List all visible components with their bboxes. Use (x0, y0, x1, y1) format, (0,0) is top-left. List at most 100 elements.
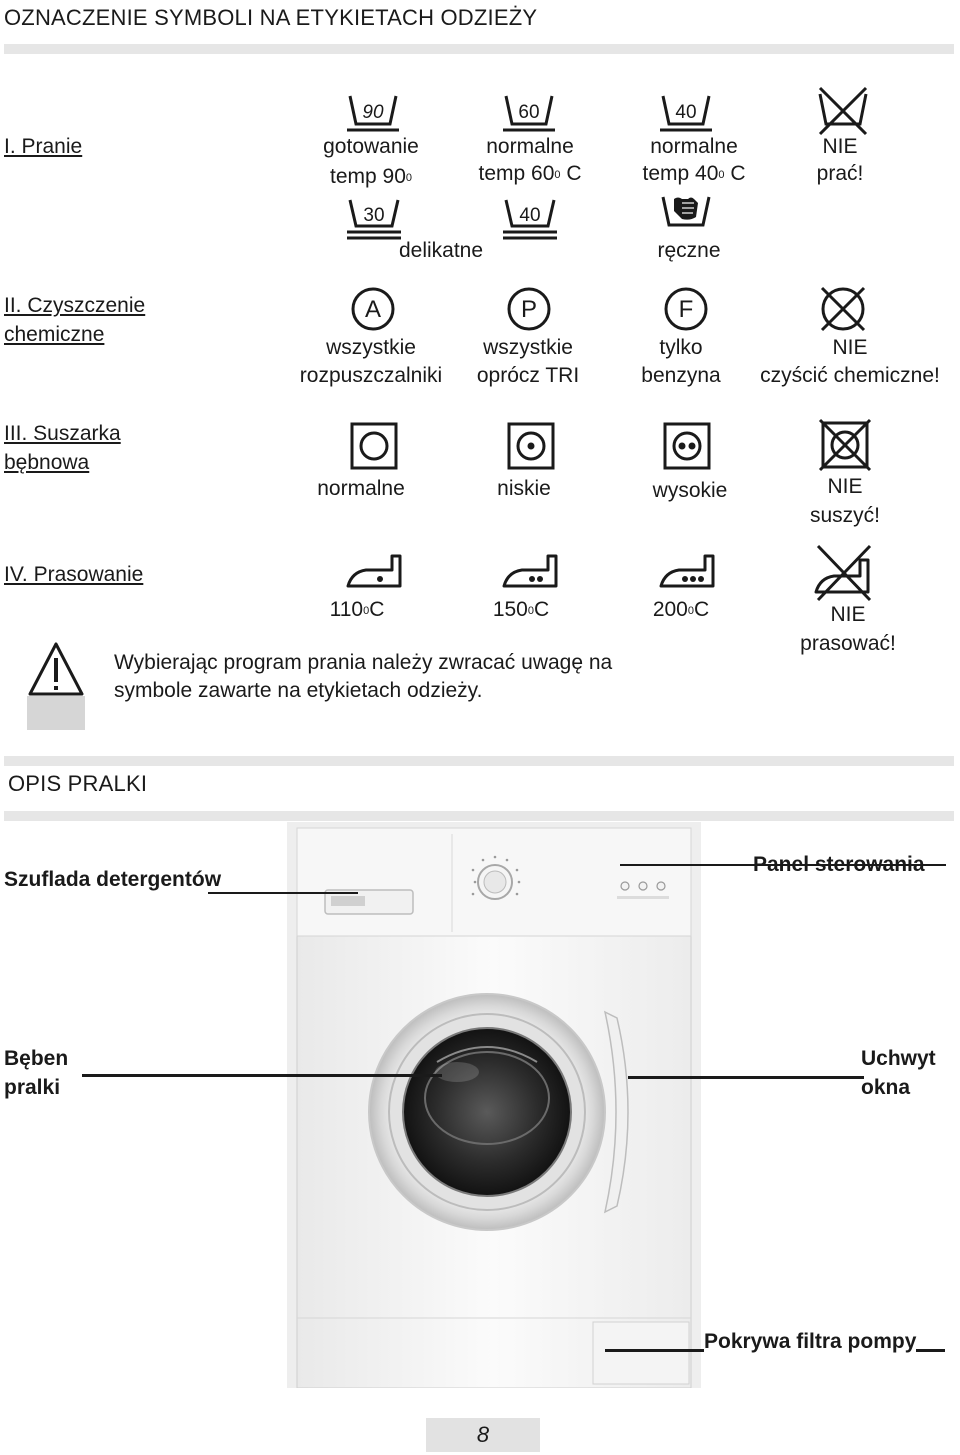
tumble-dry-low-label: niskie (497, 477, 551, 500)
handle-label: Uchwyt (861, 1047, 936, 1070)
section-dry-cleaning-heading: II. Czyszczenie (4, 294, 146, 317)
section-tumble-dry-heading: III. Suszarka (4, 422, 121, 445)
description-title: OPIS PRALKI (8, 771, 148, 796)
svg-text:F: F (679, 296, 694, 323)
no-wash-icon (818, 86, 868, 136)
wash-40-temp-text: temp 40 (642, 162, 719, 185)
filter-label: Pokrywa filtra pompy (704, 1328, 917, 1356)
warning-box (27, 636, 85, 730)
tumble-dry-high-icon (663, 422, 711, 470)
dry-clean-p-icon: P (507, 287, 551, 331)
drum-label: Bęben (4, 1047, 69, 1070)
iron-2-dots-icon (502, 554, 558, 588)
iron-200-label: 2000C (653, 596, 709, 624)
svg-text:60: 60 (518, 102, 539, 123)
drum-label-2: pralki (4, 1076, 61, 1099)
drum-leader-line (82, 1074, 442, 1077)
section-washing-heading: I. Pranie (4, 135, 83, 158)
wash-tub-90-icon: 90 (347, 95, 399, 132)
wash-40-unit: C (724, 162, 746, 185)
warning-triangle-icon (27, 642, 85, 730)
section-tumble-dry-heading-2: bębnowa (4, 451, 90, 474)
svg-text:P: P (521, 296, 537, 323)
handle-label-2: okna (861, 1076, 911, 1099)
warning-text-line-2: symbole zawarte na etykietach odzieży. (114, 679, 483, 702)
wash-60-label: normalne (486, 135, 574, 158)
page-title: OZNACZENIE SYMBOLI NA ETYKIETACH ODZIEŻY (4, 5, 538, 30)
wash-90-label: gotowanie (323, 135, 419, 158)
iron-110-value: 110 (329, 598, 364, 621)
delicate-label: delikatne (398, 239, 484, 262)
iron-200-degree: 0 (687, 605, 694, 617)
svg-text:A: A (365, 296, 381, 323)
dry-clean-a-icon: A (351, 287, 395, 331)
tumble-dry-high-label: wysokie (652, 479, 728, 502)
no-tumble-dry-icon (818, 418, 872, 472)
iron-1-dot-icon (346, 554, 402, 588)
svg-text:40: 40 (675, 102, 696, 123)
dry-clean-f-icon: F (664, 287, 708, 331)
title-divider (4, 44, 954, 54)
no-wash-label: NIE (822, 135, 858, 158)
panel-leader-line (620, 864, 946, 866)
iron-3-dots-icon (659, 554, 715, 588)
dry-clean-p-label-2: oprócz TRI (476, 364, 580, 387)
dry-clean-f-label-2: benzyna (641, 364, 721, 387)
wash-delicate-30-icon: 30 (347, 199, 401, 240)
no-tumble-dry-label: NIE (827, 475, 863, 498)
hand-wash-icon (661, 196, 711, 227)
wash-tub-60-icon: 60 (503, 95, 555, 132)
svg-text:40: 40 (519, 205, 540, 226)
no-iron-icon (814, 544, 872, 602)
wash-delicate-40-icon: 40 (503, 199, 557, 240)
tumble-dry-normal-label: normalne (317, 477, 405, 500)
dry-clean-f-label: tylko (659, 336, 703, 359)
no-dry-clean-label: NIE (832, 336, 868, 359)
no-iron-label-2: prasować! (800, 632, 896, 655)
section-dry-cleaning-heading-2: chemiczne (4, 323, 105, 346)
wash-60-temp-text: temp 60 (478, 162, 555, 185)
wash-40-label: normalne (650, 135, 738, 158)
dry-clean-a-label-2: rozpuszczalniki (299, 364, 443, 387)
hand-wash-label: ręczne (657, 239, 721, 262)
wash-60-temp: temp 600 C (478, 160, 581, 188)
iron-110-label: 1100C (330, 596, 385, 624)
wash-tub-40-icon: 40 (660, 95, 712, 132)
no-dry-clean-icon (820, 286, 866, 332)
iron-200-unit: C (694, 598, 710, 621)
wash-60-degree: 0 (554, 169, 561, 181)
no-tumble-dry-label-2: suszyć! (809, 504, 881, 527)
iron-150-label: 1500C (493, 596, 549, 624)
description-top-divider (4, 756, 954, 766)
page-number: 8 (426, 1418, 540, 1452)
section-ironing-heading: IV. Prasowanie (4, 563, 144, 586)
no-iron-label: NIE (830, 603, 866, 626)
wash-90-degree: 0 (405, 172, 413, 184)
svg-text:30: 30 (363, 205, 384, 226)
washing-machine-image (287, 822, 701, 1388)
no-dry-clean-label-2: czyścić chemiczne! (760, 364, 940, 387)
no-wash-label-2: prać! (816, 162, 864, 185)
dry-clean-a-label: wszystkie (326, 336, 416, 359)
dry-clean-p-label: wszystkie (483, 336, 573, 359)
wash-40-temp: temp 400 C (642, 160, 745, 188)
wash-60-unit: C (560, 162, 582, 185)
drawer-leader-line (208, 892, 358, 894)
iron-150-degree: 0 (527, 605, 534, 617)
wash-90-temp: temp 900 (330, 163, 412, 191)
iron-150-value: 150 (492, 598, 528, 621)
description-bottom-divider (4, 811, 954, 821)
drawer-label: Szuflada detergentów (4, 868, 222, 891)
iron-200-value: 200 (652, 598, 688, 621)
handle-leader-line (628, 1076, 864, 1079)
warning-text-line-1: Wybierając program prania należy zwracać… (114, 651, 613, 674)
svg-text:90: 90 (362, 102, 384, 123)
iron-110-degree: 0 (363, 605, 370, 617)
tumble-dry-low-icon (507, 422, 555, 470)
wash-40-degree: 0 (718, 169, 725, 181)
tumble-dry-normal-icon (350, 422, 398, 470)
iron-150-unit: C (534, 598, 550, 621)
wash-90-temp-text: temp 90 (329, 165, 406, 188)
iron-110-unit: C (369, 598, 385, 621)
panel-label: Panel sterowania (753, 853, 925, 876)
